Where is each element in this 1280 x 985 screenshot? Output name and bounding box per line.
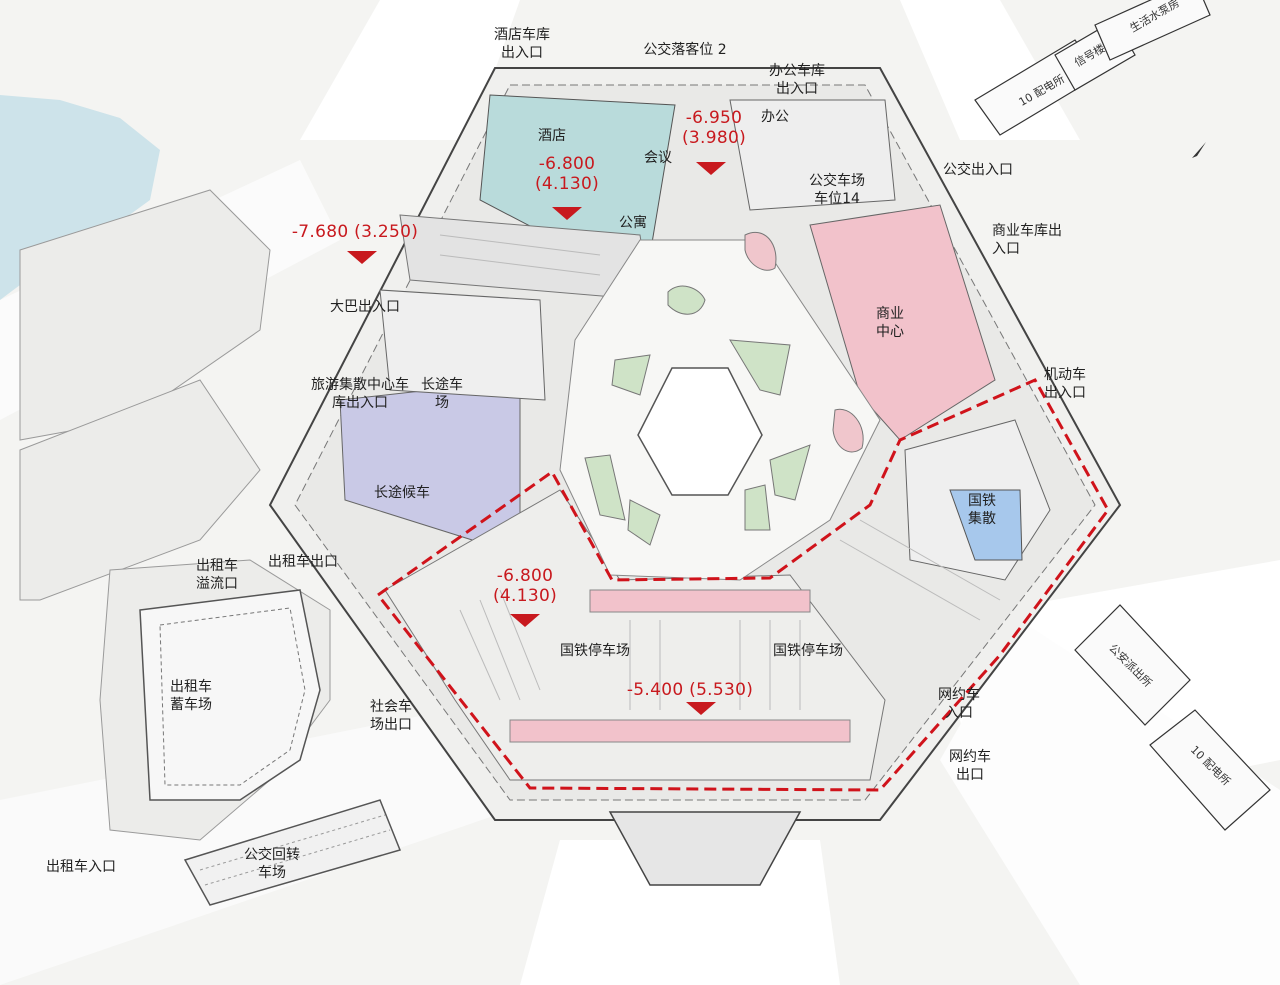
label-motor-vehicle-entrance: 机动车 出入口 — [1044, 367, 1086, 401]
label-hotel: 酒店 — [538, 128, 566, 144]
label-bus-yard: 公交车场 车位14 — [809, 173, 865, 207]
parking-stripes — [439, 234, 1001, 710]
elevation-marker-parking-center-icon — [686, 702, 716, 715]
label-bus-drop-off: 公交落客位 2 — [643, 42, 727, 58]
label-office: 办公 — [761, 109, 789, 125]
label-office-garage-entrance: 办公车库 出入口 — [769, 63, 825, 97]
elevation-parking-center: -5.400 (5.530) — [626, 680, 754, 700]
label-public-parking-exit: 社会车 场出口 — [370, 699, 412, 733]
label-rail-parking-right: 国铁停车场 — [773, 643, 843, 659]
label-commercial-garage-exit: 商业车库出 入口 — [992, 223, 1062, 257]
elevation-parking-west: -6.800 (4.130) — [492, 566, 558, 606]
label-tourism-garage-entrance: 旅游集散中心车 库出入口 — [311, 377, 409, 411]
label-long-distance-yard: 长途车 场 — [421, 377, 463, 411]
label-taxi-entrance: 出租车入口 — [46, 859, 116, 875]
south-plaza — [608, 811, 802, 886]
label-rail-parking-left: 国铁停车场 — [560, 643, 630, 659]
elevation-hotel: -6.800 (4.130) — [534, 154, 600, 194]
rail-parking-boundary — [375, 378, 1110, 792]
elevation-marker-hotel-icon — [552, 207, 582, 220]
label-taxi-exit: 出租车出口 — [268, 554, 338, 570]
interior-zones — [339, 94, 1051, 781]
green-islands — [584, 285, 811, 546]
label-ride-hailing-exit: 网约车 出口 — [949, 749, 991, 783]
bus-turnaround-lot — [183, 799, 402, 906]
north-arrow-icon — [1192, 142, 1206, 158]
taxi-storage-lot — [139, 589, 321, 801]
label-conference: 会议 — [644, 150, 672, 166]
elevation-marker-parking-west-icon — [510, 614, 540, 627]
elevation-office: -6.950 (3.980) — [681, 108, 747, 148]
elevation-marker-west-icon — [347, 251, 377, 264]
label-commercial-center: 商业 中心 — [876, 306, 904, 340]
central-void — [637, 367, 763, 496]
label-rail-dispersal: 国铁 集散 — [968, 493, 996, 527]
label-bus-turnaround: 公交回转 车场 — [244, 847, 300, 881]
label-apartment: 公寓 — [619, 215, 647, 231]
label-long-distance-waiting: 长途候车 — [374, 485, 430, 501]
label-ride-hailing-entrance: 网约车 入口 — [938, 687, 980, 721]
label-hotel-garage-entrance: 酒店车库 出入口 — [494, 27, 550, 61]
northeast-buildings — [974, 0, 1211, 136]
label-taxi-storage: 出租车 蓄车场 — [170, 679, 212, 713]
label-coach-entrance: 大巴出入口 — [330, 299, 400, 315]
southeast-buildings — [1074, 604, 1271, 831]
elevation-west: -7.680 (3.250) — [291, 222, 419, 242]
label-taxi-overflow: 出租车 溢流口 — [196, 558, 238, 592]
pink-islands — [744, 231, 864, 453]
label-bus-exit: 公交出入口 — [943, 162, 1013, 178]
elevation-marker-office-icon — [696, 162, 726, 175]
